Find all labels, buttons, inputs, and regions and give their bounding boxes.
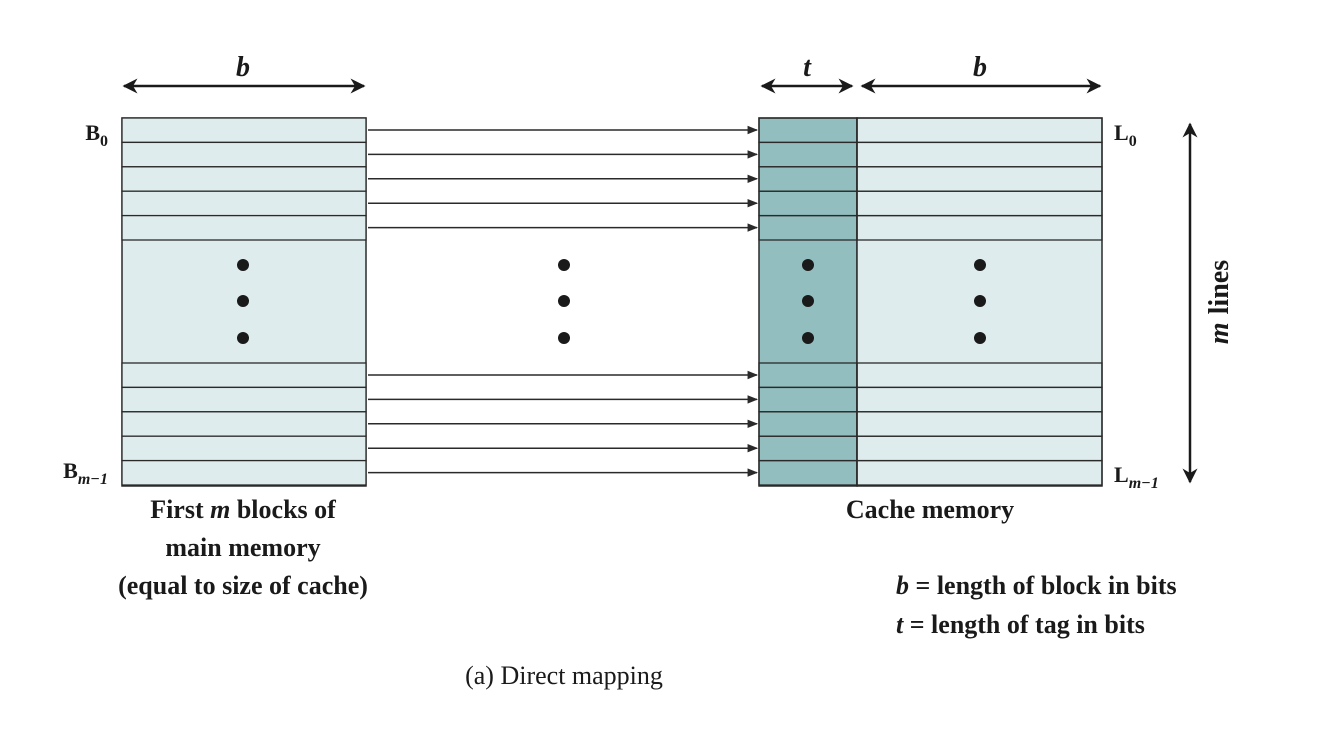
legend-item-block: b = length of block in bits (896, 571, 1177, 600)
main-memory-block (121, 190, 367, 217)
ellipsis-dots (237, 259, 986, 344)
main-memory-block (121, 386, 367, 413)
main-memory-block (121, 435, 367, 462)
last-line-label: Lm−1 (1114, 462, 1159, 492)
ellipsis-dot (558, 295, 570, 307)
cache-block-width-label: b (973, 52, 987, 83)
cache-line-cell (856, 214, 1103, 241)
cache-block-width-dimension: b (860, 52, 1102, 94)
main-memory-block (121, 459, 367, 486)
ellipsis-dot (974, 259, 986, 271)
legend: b = length of block in bits t = length o… (896, 571, 1177, 639)
ellipsis-dot (558, 259, 570, 271)
main-memory-block (121, 362, 367, 389)
tag-width-label: t (803, 52, 812, 83)
main-memory-block (121, 166, 367, 192)
svg-text:main memory: main memory (165, 533, 320, 562)
tag-width-dimension: t (760, 52, 854, 94)
svg-text:First m blocks of: First m blocks of (150, 495, 336, 524)
figure-caption: (a) Direct mapping (465, 661, 663, 690)
svg-text:(equal to size of cache): (equal to size of cache) (118, 571, 368, 600)
ellipsis-dot (802, 259, 814, 271)
main-memory-block (121, 141, 367, 168)
ellipsis-dot (237, 259, 249, 271)
ellipsis-dot (802, 295, 814, 307)
block-width-dimension: b (122, 52, 366, 94)
mapping-arrows (368, 125, 759, 477)
main-memory-block (121, 117, 367, 144)
main-memory-caption: First m blocks of main memory (equal to … (118, 495, 368, 600)
main-memory-block (121, 214, 367, 241)
main-memory-block (121, 411, 367, 437)
cache-memory-caption: Cache memory (846, 495, 1014, 524)
ellipsis-dot (237, 295, 249, 307)
ellipsis-dot (974, 295, 986, 307)
ellipsis-dot (802, 332, 814, 344)
ellipsis-dot (237, 332, 249, 344)
first-block-label: B0 (85, 120, 108, 150)
cache-line-cell (856, 459, 1103, 486)
lines-count-label: mlines (1204, 260, 1235, 344)
block-width-label: b (236, 52, 250, 83)
ellipsis-dot (974, 332, 986, 344)
ellipsis-dot (558, 332, 570, 344)
last-block-label: Bm−1 (63, 458, 108, 488)
first-line-label: L0 (1114, 120, 1137, 150)
legend-item-tag: t = length of tag in bits (896, 610, 1145, 639)
lines-count-dimension: mlines (1182, 122, 1235, 484)
